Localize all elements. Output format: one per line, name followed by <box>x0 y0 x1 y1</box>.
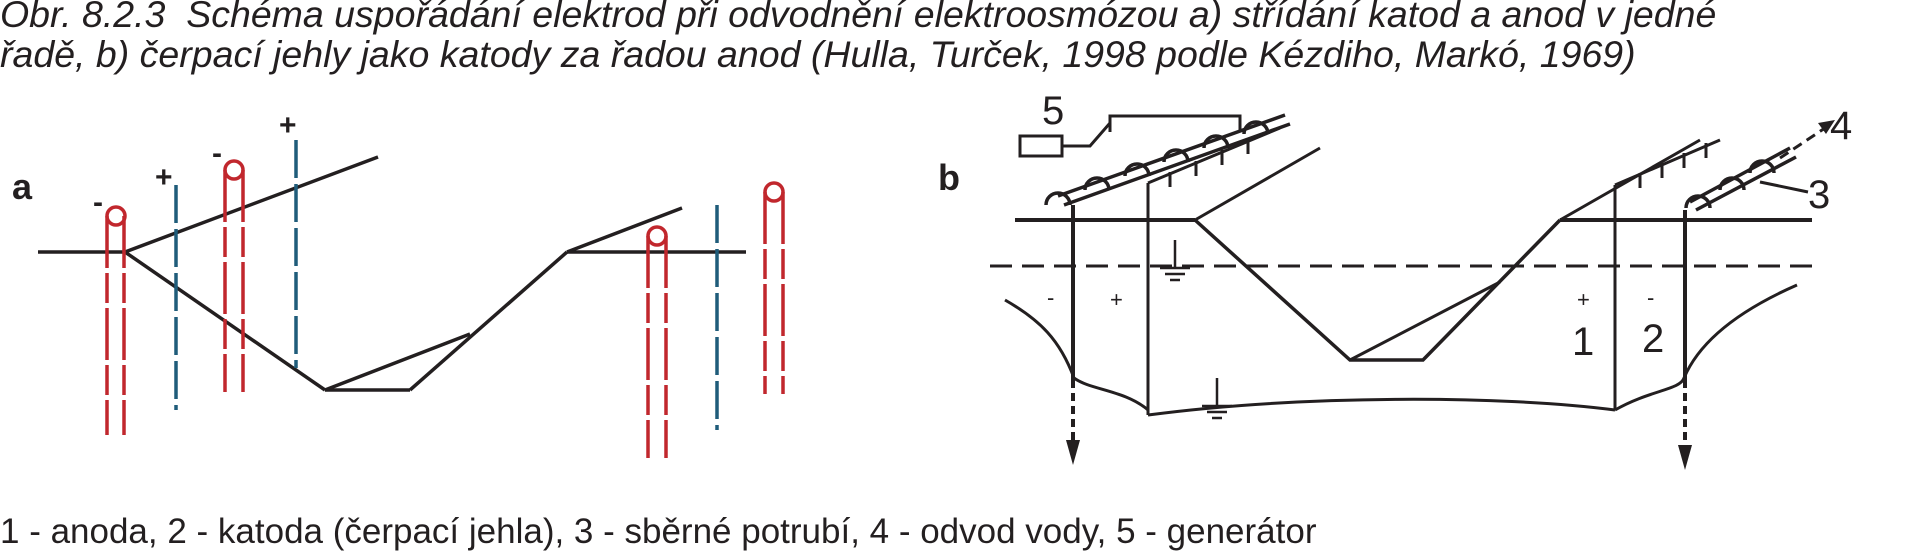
generator-wire <box>1062 114 1242 148</box>
trench-outline <box>1193 218 1562 362</box>
water-outflow-arrow <box>1818 120 1835 134</box>
panel-a-label: a <box>12 166 33 207</box>
pumping-needle <box>1678 210 1692 470</box>
cathode-electrode <box>763 181 785 394</box>
berm-edge <box>1194 146 1321 222</box>
slope-right <box>408 250 569 392</box>
drawdown-curve <box>1004 298 1149 412</box>
cathode-electrode <box>646 225 668 458</box>
polarity-sign: - <box>212 137 222 170</box>
label-collector-pipe: 3 <box>1808 173 1830 217</box>
anode-ticks <box>1168 139 1708 188</box>
caption-line-2: řadě, b) čerpací jehly jako katody za řa… <box>0 33 1636 75</box>
collector-pipe <box>1044 113 1291 207</box>
panel-b-label: b <box>938 157 960 198</box>
leader-line <box>1759 180 1809 194</box>
generator-box <box>1018 134 1064 158</box>
berm-edge <box>1614 138 1721 187</box>
polarity-sign: - <box>93 186 103 219</box>
label-anode: 1 <box>1572 320 1594 364</box>
polarity-sign: - <box>1047 285 1054 310</box>
polarity-sign: - <box>1647 285 1654 310</box>
polarity-sign: + <box>1577 287 1590 312</box>
figure-legend: 1 - anoda, 2 - katoda (čerpací jehla), 3… <box>0 512 1317 551</box>
polarity-sign: + <box>279 109 297 142</box>
cathode-electrode <box>105 205 127 435</box>
berm-slope-right <box>566 206 683 254</box>
label-water-outflow: 4 <box>1830 104 1852 148</box>
trench-fill-line <box>1349 280 1501 362</box>
fill-line <box>324 332 471 392</box>
drawdown-curve <box>1147 397 1616 417</box>
label-generator: 5 <box>1042 89 1064 133</box>
figure-caption: Obr. 8.2.3 Schéma uspořádání elektrod př… <box>0 0 1911 74</box>
cathode-electrode <box>223 159 245 392</box>
polarity-sign: + <box>1110 287 1123 312</box>
pumping-needle <box>1066 205 1080 465</box>
panel-b: b <box>938 89 1852 470</box>
water-level-symbol <box>1202 378 1232 420</box>
polarity-sign: + <box>155 161 173 194</box>
caption-line-1: Obr. 8.2.3 Schéma uspořádání elektrod př… <box>0 0 1717 35</box>
water-level-symbol <box>1160 240 1190 282</box>
collector-pipe <box>1684 146 1797 212</box>
label-cathode: 2 <box>1642 317 1664 361</box>
panel-a: a <box>12 109 785 458</box>
berm-slope-left <box>124 155 379 254</box>
water-outflow <box>1779 126 1826 160</box>
